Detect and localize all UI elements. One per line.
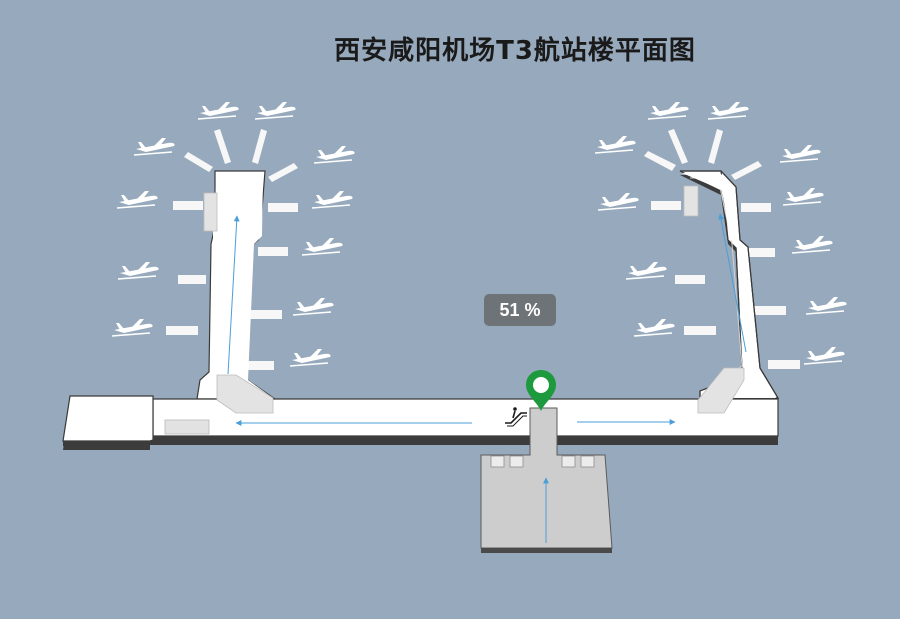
flow-arrow [718, 213, 747, 353]
passenger-flow-arrows [227, 213, 747, 426]
airplane-icon [782, 187, 825, 206]
gate-bridge [731, 161, 762, 180]
flow-arrow [227, 215, 240, 375]
escalator-icon [505, 407, 527, 427]
airplane-icon [791, 235, 834, 254]
gate-bridge [752, 306, 786, 315]
security-area [216, 374, 274, 414]
airplane-icon [647, 101, 690, 120]
gate-bridge [768, 360, 800, 369]
entrance-door [490, 455, 505, 468]
gate-bridge [166, 326, 198, 335]
airplane-icon [111, 318, 154, 337]
airplane-icon [117, 261, 160, 280]
gate-bridge [675, 275, 705, 284]
airplane-icon [707, 101, 750, 120]
airplane-icon [803, 346, 846, 365]
gate-bridge [684, 326, 716, 335]
airplane-icon [597, 192, 640, 211]
gate-bridge [178, 275, 206, 284]
page-title: 西安咸阳机场T3航站楼平面图 [334, 36, 696, 66]
gate-bridge [668, 129, 688, 164]
airplane-icon [292, 297, 335, 316]
gate-bridge [268, 203, 298, 212]
gate-bridge [258, 247, 288, 256]
gate-bridge [250, 310, 282, 319]
entrance-door [561, 455, 576, 468]
airplane-icon [133, 137, 176, 156]
gate-bridge [173, 201, 203, 210]
airplane-icon [311, 190, 354, 209]
gate-bridge [644, 151, 676, 171]
entrance-door [509, 455, 524, 468]
airplane-icon [779, 144, 822, 163]
entrance-hall [480, 407, 613, 553]
gate-bridge [268, 163, 298, 182]
shop-area [683, 185, 699, 217]
airplane-icon [116, 190, 159, 209]
security-area [697, 367, 745, 414]
gate-bridge [741, 203, 771, 212]
airplane-icon [633, 318, 676, 337]
airplane-icon [197, 101, 240, 120]
location-pin-icon[interactable] [526, 370, 556, 411]
gate-bridge [708, 129, 723, 164]
airplane-icon [254, 101, 297, 120]
gate-area [164, 419, 210, 435]
gate-bridge [252, 129, 267, 164]
airplane-icon [301, 237, 344, 256]
airplane-icon [805, 296, 848, 315]
shop-area [203, 192, 218, 232]
loading-progress-badge: 51 % [484, 294, 556, 326]
gate-bridge [244, 361, 274, 370]
right-pier-aircraft [594, 101, 848, 365]
gate-bridge [745, 248, 775, 257]
airplane-icon [289, 348, 332, 367]
gate-bridge [651, 201, 681, 210]
right-pier-gate-bridges [644, 129, 800, 369]
airplane-icon [625, 261, 668, 280]
airplane-icon [594, 135, 637, 154]
entrance-door [580, 455, 595, 468]
left-pier-gate-bridges [166, 129, 298, 370]
terminal-building [62, 170, 780, 450]
airplane-icon [313, 145, 356, 164]
gate-bridge [184, 152, 213, 172]
gate-bridge [214, 129, 231, 164]
